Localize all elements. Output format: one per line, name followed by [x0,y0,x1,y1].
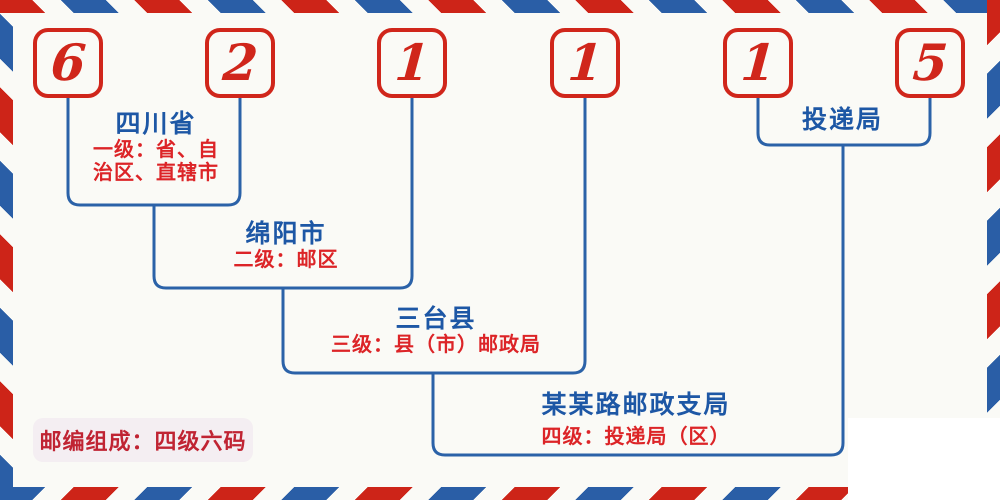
level1-desc-line2: 治区、直辖市 [93,160,219,184]
digit-box-4: 1 [550,28,620,98]
digit-4: 1 [565,33,605,92]
digit-2: 2 [220,33,260,92]
digit-box-6: 5 [895,28,965,98]
white-corner-patch [848,418,1000,500]
level1-label-group: 四川省 一级：省、自 治区、直辖市 [56,110,256,184]
digit-box-5: 1 [723,28,793,98]
level2-desc: 二级：邮区 [233,247,339,271]
digit-1: 6 [48,33,88,92]
level3-place-name: 三台县 [395,304,477,333]
digit-6: 5 [910,33,950,92]
delivery-office-label-group: 投递局 [772,106,913,134]
digit-3: 1 [392,33,432,92]
level3-label-group: 三台县 三级：县（市）邮政局 [296,305,576,356]
airmail-border-left [0,0,13,500]
airmail-border-bottom [0,487,1000,500]
level1-place-name: 四川省 [115,109,197,138]
level1-desc-line1: 一级：省、自 [93,137,219,161]
level4-desc: 四级：投递局（区） [541,424,731,448]
level4-place-name: 某某路邮政支局 [541,390,731,419]
digit-box-2: 2 [205,28,275,98]
airmail-border-top [0,0,1000,13]
digit-box-1: 6 [33,28,103,98]
level4-label-group: 某某路邮政支局 四级：投递局（区） [476,391,796,448]
connector-level4-bracket [431,145,845,457]
digit-5: 1 [738,33,778,92]
footer-badge-text: 邮编组成：四级六码 [39,429,247,455]
level2-place-name: 绵阳市 [245,219,327,248]
footer-badge: 邮编组成：四级六码 [33,418,253,462]
delivery-office-label: 投递局 [801,105,883,134]
level3-desc: 三级：县（市）邮政局 [331,332,541,356]
airmail-border-right [987,0,1000,500]
digit-box-3: 1 [377,28,447,98]
connector-delivery-bracket [756,98,932,147]
level2-label-group: 绵阳市 二级：邮区 [186,220,386,271]
